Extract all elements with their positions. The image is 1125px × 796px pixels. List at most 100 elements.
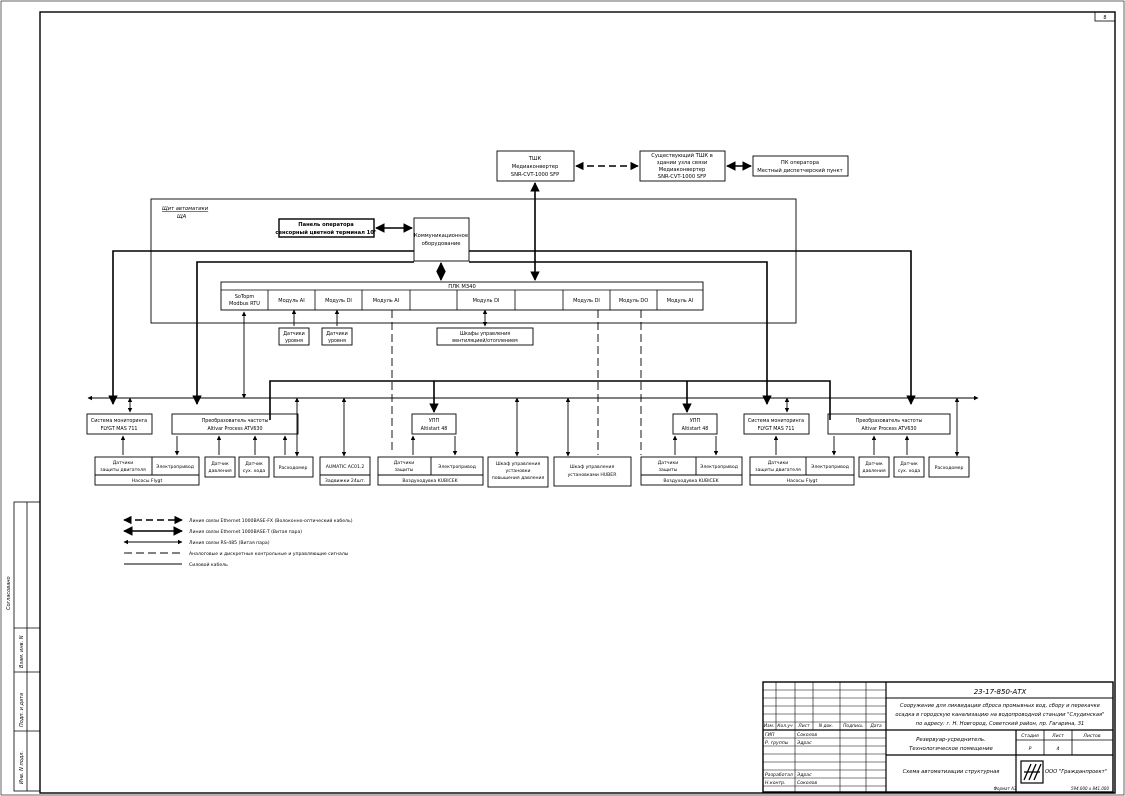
- side-stamp-inventory: Инв. N подл.: [19, 751, 25, 784]
- level-sensors-label: уровня: [285, 339, 303, 344]
- drawing-title: Схема автоматизации структурная: [903, 769, 1000, 775]
- cabinet-code: ЩА: [177, 214, 187, 220]
- object-name: осадка в городскую канализацию на водопр…: [895, 712, 1104, 718]
- cabinet-title: Щит автоматики: [162, 206, 209, 212]
- level-sensors-1: [278, 327, 310, 346]
- ventilation-cabinets: [436, 327, 534, 346]
- soft-starter-left: [411, 413, 457, 435]
- device-label: Датчик: [245, 461, 263, 467]
- existing-tshk-box: [639, 150, 726, 182]
- rs485-drops: [127, 397, 960, 457]
- tshk-label: SNR-CVT-1000 SFP: [511, 172, 559, 178]
- device-label: Шкаф управления: [496, 461, 541, 467]
- sheet-number: 8: [1103, 15, 1106, 21]
- operator-pc-label: Местный диспетчерский пункт: [757, 167, 842, 174]
- plc-module-label: Модуль AI: [278, 298, 304, 304]
- legend-label: Линия связи RS-485 (Витая пара): [189, 540, 270, 546]
- ventilation-label: вентиляцией/отоплением: [452, 337, 518, 344]
- device-label: установки: [505, 469, 530, 474]
- role-name: Соколов: [797, 732, 817, 738]
- device-label: Датчик: [865, 461, 883, 467]
- device-group-label: Насосы Flygt: [132, 478, 163, 484]
- side-stamp-replaces: Взам. инв. N: [19, 635, 25, 668]
- monitoring-label: Система мониторинга: [91, 418, 147, 424]
- device-label: Датчики: [658, 460, 679, 466]
- title-header: Изм.: [764, 723, 774, 729]
- device-label: защиты: [659, 468, 678, 473]
- stage-header: Листов: [1082, 733, 1100, 739]
- existing-tshk-label: Медиаконвертер: [659, 167, 706, 173]
- role-label: Разработал: [765, 772, 793, 778]
- role-name: Эдрас: [796, 740, 812, 746]
- title-block: [762, 681, 1114, 793]
- plc-title: ПЛК M340: [448, 284, 476, 290]
- title-header: N док.: [819, 723, 833, 729]
- existing-tshk-label: Существующий ТШК в: [651, 152, 713, 159]
- ventilation-label: Шкафы управления: [460, 331, 510, 337]
- plc-module-label: Модуль DO: [619, 298, 648, 304]
- device-label: сух. хода: [898, 469, 921, 474]
- device-label: Расходомер: [935, 465, 964, 471]
- device-stubs: [120, 435, 910, 456]
- stage-value: Р: [1029, 746, 1032, 752]
- monitoring-system-left: [86, 413, 153, 435]
- operator-panel-box: [278, 218, 375, 238]
- device-label: Датчик: [900, 461, 918, 467]
- device-label: Датчики: [113, 460, 134, 466]
- role-label: ГИП: [765, 732, 775, 738]
- device-label: сух. хода: [243, 469, 266, 474]
- vfd-label: Преобразователь частоты: [856, 418, 923, 424]
- automation-cabinet: [150, 198, 797, 324]
- device-label: Электропривод: [156, 464, 194, 470]
- existing-tshk-label: здании узла связи: [657, 160, 707, 166]
- plc-m340: [220, 281, 704, 311]
- legend-label: Линия связи Ethernet 1000BASE-FX (Волоко…: [189, 517, 353, 524]
- device-label: давления: [862, 469, 885, 474]
- side-stamp: [13, 501, 41, 792]
- operator-panel-label: сенсорный цветной терминал 10": [275, 229, 377, 236]
- monitoring-system-right: [743, 413, 810, 435]
- side-stamp-sign-date: Подп. и дата: [19, 693, 25, 727]
- device-label: Электропривод: [811, 464, 849, 470]
- plc-module-label: Модуль DI: [473, 298, 500, 304]
- plc-module-label: Модуль AI: [667, 298, 693, 304]
- vfd-right: [827, 413, 951, 435]
- object-name: по адресу: г. Н. Новгород, Советский рай…: [916, 721, 1085, 727]
- device-label: Расходомер: [279, 465, 308, 471]
- title-header: Подпись: [843, 723, 863, 729]
- device-label: Шкаф управления: [570, 464, 615, 470]
- legend-label: Линия связи Ethernet 1000BASE-T (Витая п…: [189, 529, 302, 535]
- device-label: защиты двигателя: [755, 468, 801, 473]
- monitoring-label: Система мониторинга: [748, 418, 804, 424]
- plc-module-label: Модуль DI: [325, 298, 352, 304]
- side-stamp-agreed: Согласовано: [6, 576, 12, 610]
- stage-header: Стадия: [1021, 733, 1039, 739]
- operator-pc-box: [752, 155, 849, 177]
- device-label: защиты: [395, 468, 414, 473]
- paper-format: Формат А3: [994, 786, 1017, 791]
- device-group-label: Воздуходувка KUBICEK: [402, 478, 458, 484]
- tshk-box: [496, 150, 575, 182]
- plc-module-label: Modbus RTU: [229, 301, 260, 307]
- ethernet-field-bus: [269, 380, 831, 420]
- soft-starter-right: [672, 413, 718, 435]
- device-label: Датчик: [211, 461, 229, 467]
- device-label: давления: [208, 469, 231, 474]
- comm-equipment-label: Коммуникационное: [414, 233, 468, 239]
- soft-starter-label: Altistart 48: [421, 426, 448, 432]
- level-sensors-label: Датчики: [326, 331, 347, 337]
- device-group-label: Воздуходувка KUBICEK: [663, 478, 719, 484]
- device-group-label: Задвижки 24шт.: [325, 478, 365, 484]
- soft-starter-label: Altistart 48: [682, 426, 709, 432]
- device-label: защиты двигателя: [100, 468, 146, 473]
- title-header: Лист: [797, 723, 810, 729]
- operator-pc-label: ПК оператора: [781, 160, 819, 166]
- comm-equipment-box: [413, 217, 470, 262]
- field-devices: [94, 456, 970, 488]
- building-name: Резервуар-усреднитель.: [916, 737, 986, 743]
- existing-tshk-label: SNR-CVT-1000 SFP: [658, 174, 706, 180]
- tshk-label: ТШК: [528, 156, 542, 162]
- company-name: ООО "Гражданпроект": [1045, 769, 1107, 775]
